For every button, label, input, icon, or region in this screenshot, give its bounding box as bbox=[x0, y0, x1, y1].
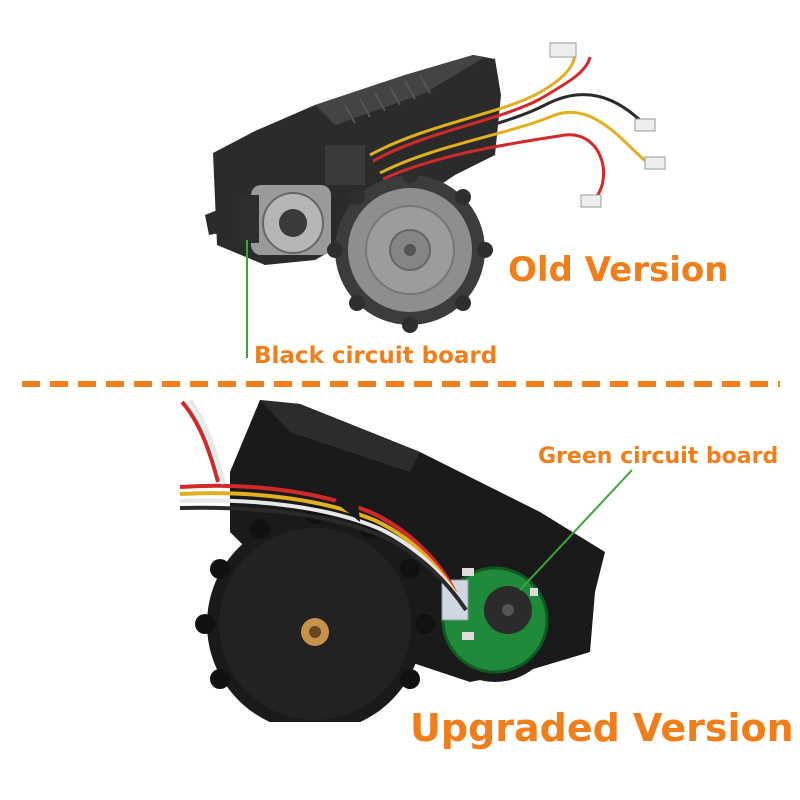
upgraded-version-label: Upgraded Version bbox=[410, 706, 794, 750]
old-wheel-module-photo bbox=[195, 35, 675, 355]
black-circuit-board-label: Black circuit board bbox=[254, 343, 498, 369]
upgraded-wheel-module-photo bbox=[170, 392, 620, 722]
green-circuit-board-label: Green circuit board bbox=[538, 444, 779, 469]
old-version-label: Old Version bbox=[508, 250, 729, 290]
